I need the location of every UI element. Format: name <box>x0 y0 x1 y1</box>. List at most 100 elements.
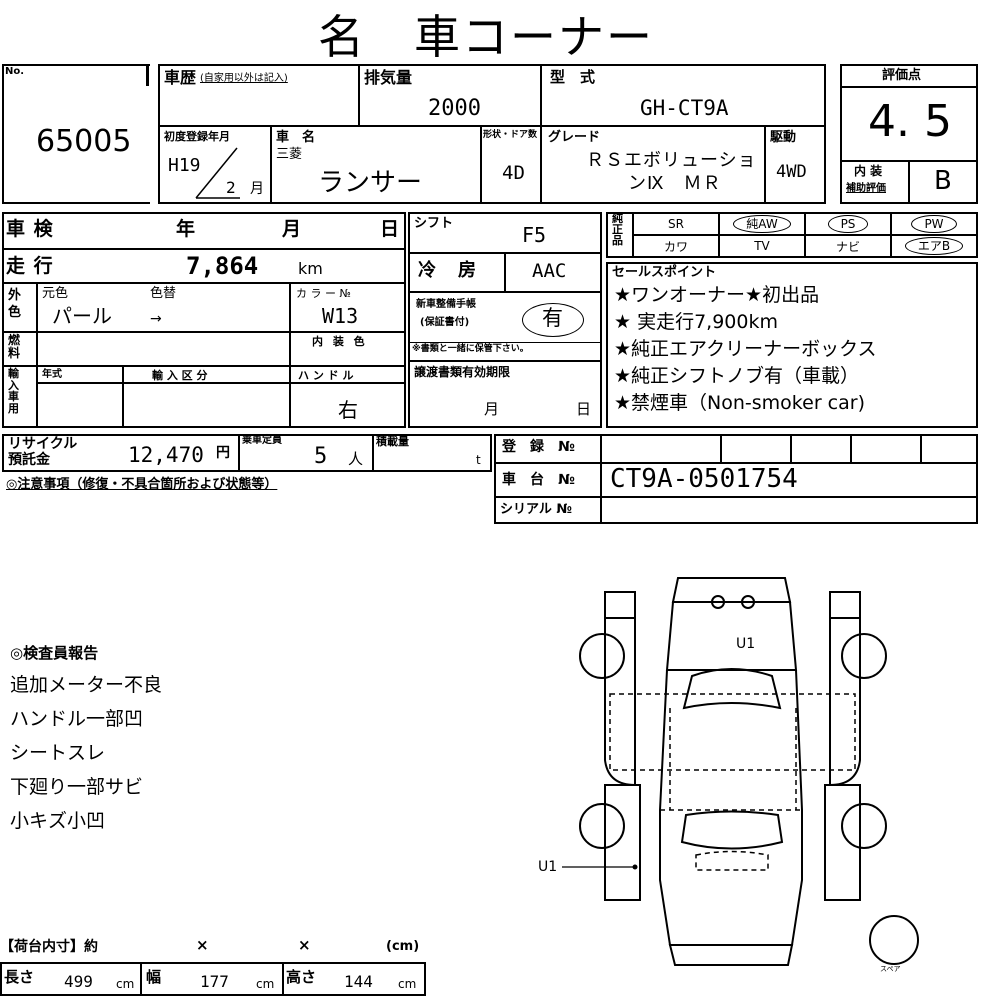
drive-value: 4WD <box>776 162 807 182</box>
cargo-times-2: × <box>298 936 311 954</box>
cargo-length-label: 長さ <box>4 968 35 986</box>
first-reg-year: H19 <box>168 155 201 176</box>
mileage-value: 7,864 <box>186 252 259 280</box>
sales-label: セールスポイント <box>612 265 717 280</box>
drive-label: 駆動 <box>770 130 797 145</box>
color-orig-value: パール <box>52 304 112 328</box>
recycle-label: リサイクル <box>8 436 78 452</box>
cargo-times-1: × <box>196 936 209 954</box>
color-arrow: → <box>150 311 162 327</box>
interior-value: B <box>934 166 952 196</box>
equipment-item-label: SR <box>668 217 684 231</box>
load-label: 積載量 <box>376 435 409 448</box>
capacity-unit: 人 <box>348 450 364 468</box>
inspector-item: 下廻り一部サビ <box>10 776 144 798</box>
shaken-year: 年 <box>176 218 196 240</box>
mileage-unit: km <box>298 259 323 278</box>
recycle-sub-label: 預託金 <box>8 452 50 468</box>
warranty-sub-label: (保証書付) <box>420 317 470 328</box>
recycle-value: 12,470 <box>128 443 204 467</box>
import-handle-label: ハ ン ド ル <box>298 369 354 382</box>
history-note: (自家用以外は記入) <box>200 73 288 84</box>
cargo-grid <box>0 962 426 996</box>
color-code-label: カ ラ ー № <box>296 287 351 300</box>
docs-day: 日 <box>576 400 592 418</box>
equipment-item-label: PW <box>911 215 957 233</box>
displacement-label: 排気量 <box>364 68 413 87</box>
cargo-header: 【荷台内寸】約 <box>0 939 98 955</box>
first-reg-month-unit: 月 <box>250 181 264 197</box>
grade-line1: ＲＳエボリューショ <box>586 150 757 171</box>
grade-line2: ンⅨ ＭＲ <box>628 173 722 194</box>
car-damage-diagram <box>562 577 919 966</box>
model-label: 型 式 <box>550 68 596 86</box>
cargo-width: 177 <box>200 972 229 991</box>
grade-label: グレード <box>548 130 601 145</box>
diagram-mark-top: U1 <box>736 636 756 652</box>
lot-box <box>2 64 150 204</box>
equipment-item-label: TV <box>754 239 770 253</box>
diagram-mark-side: U1 <box>538 859 558 875</box>
cargo-length-unit: cm <box>116 977 135 991</box>
caution-label: ◎注意事項（修復・不具合箇所および状態等） <box>6 477 278 492</box>
capacity-value: 5 <box>314 444 328 469</box>
shaken-day: 日 <box>380 218 400 240</box>
first-reg-slash <box>195 147 240 199</box>
recycle-unit: 円 <box>216 445 230 461</box>
main-info-grid <box>158 64 826 204</box>
inspection-grid <box>2 212 406 428</box>
sales-point: ★禁煙車（Non-smoker car) <box>614 392 865 414</box>
fuel-label: 燃料 <box>8 333 21 361</box>
color-change-label: 色替 <box>150 286 177 301</box>
color-side-label: 外色 <box>8 288 22 320</box>
equipment-item-label: PS <box>827 215 869 233</box>
inspector-item: 追加メーター不良 <box>10 674 163 696</box>
sales-point: ★純正エアクリーナーボックス <box>614 338 877 360</box>
cargo-height-unit: cm <box>398 977 417 991</box>
equipment-item: SR <box>634 214 718 234</box>
docs-month: 月 <box>484 400 500 418</box>
rating-score: 4. 5 <box>868 96 952 147</box>
shift-grid <box>408 212 602 428</box>
mileage-label: 走 行 <box>6 255 54 277</box>
car-maker: 三菱 <box>276 147 303 162</box>
interior-color-label: 内 装 色 <box>312 335 368 348</box>
cargo-height: 144 <box>344 972 373 991</box>
car-name-label: 車 名 <box>276 130 316 145</box>
recycle-grid <box>2 434 492 472</box>
cargo-unit-label: (cm) <box>386 939 420 954</box>
inspector-item: シートスレ <box>10 742 106 764</box>
warranty-label: 新車整備手帳 <box>416 299 476 310</box>
import-year-label: 年式 <box>42 369 62 380</box>
car-name: ランサー <box>318 168 423 198</box>
color-code: W13 <box>322 304 359 328</box>
inspector-item: 小キズ小凹 <box>10 810 106 832</box>
shaken-month: 月 <box>282 218 302 240</box>
cargo-width-unit: cm <box>256 977 275 991</box>
warranty-value: 有 <box>542 306 563 330</box>
model-value: GH-CT9A <box>640 96 729 120</box>
docs-label: 譲渡書類有効期限 <box>414 365 511 379</box>
equipment-item: ナビ <box>806 236 890 256</box>
spare-label: スペア <box>880 965 901 973</box>
serial-label: シリアル № <box>500 502 573 517</box>
equipment-item: TV <box>720 236 804 256</box>
interior-label: 内 装 <box>854 164 883 178</box>
equipment-item-label: ナビ <box>835 239 860 254</box>
inspector-label: ◎検査員報告 <box>10 644 99 662</box>
first-reg-month: 2 <box>226 178 236 197</box>
equipment-item-label: 純AW <box>733 215 791 233</box>
page-title: 名 車コーナー <box>318 10 654 64</box>
equipment-item: PS <box>806 214 890 234</box>
displacement-value: 2000 <box>428 96 481 121</box>
cargo-length: 499 <box>64 972 93 991</box>
equipment-item-label: カワ <box>663 239 688 254</box>
shaken-label: 車 検 <box>6 218 54 240</box>
import-kind-label: 輸 入 区 分 <box>152 369 208 382</box>
first-reg-label: 初度登録年月 <box>164 130 230 143</box>
chassis-label: 車 台 № <box>502 472 575 488</box>
equipment-item: 純AW <box>720 214 804 234</box>
capacity-label: 乗車定員 <box>242 435 282 446</box>
sales-point: ★純正シフトノブ有（車載） <box>614 365 860 387</box>
shift-value: F5 <box>522 223 547 247</box>
